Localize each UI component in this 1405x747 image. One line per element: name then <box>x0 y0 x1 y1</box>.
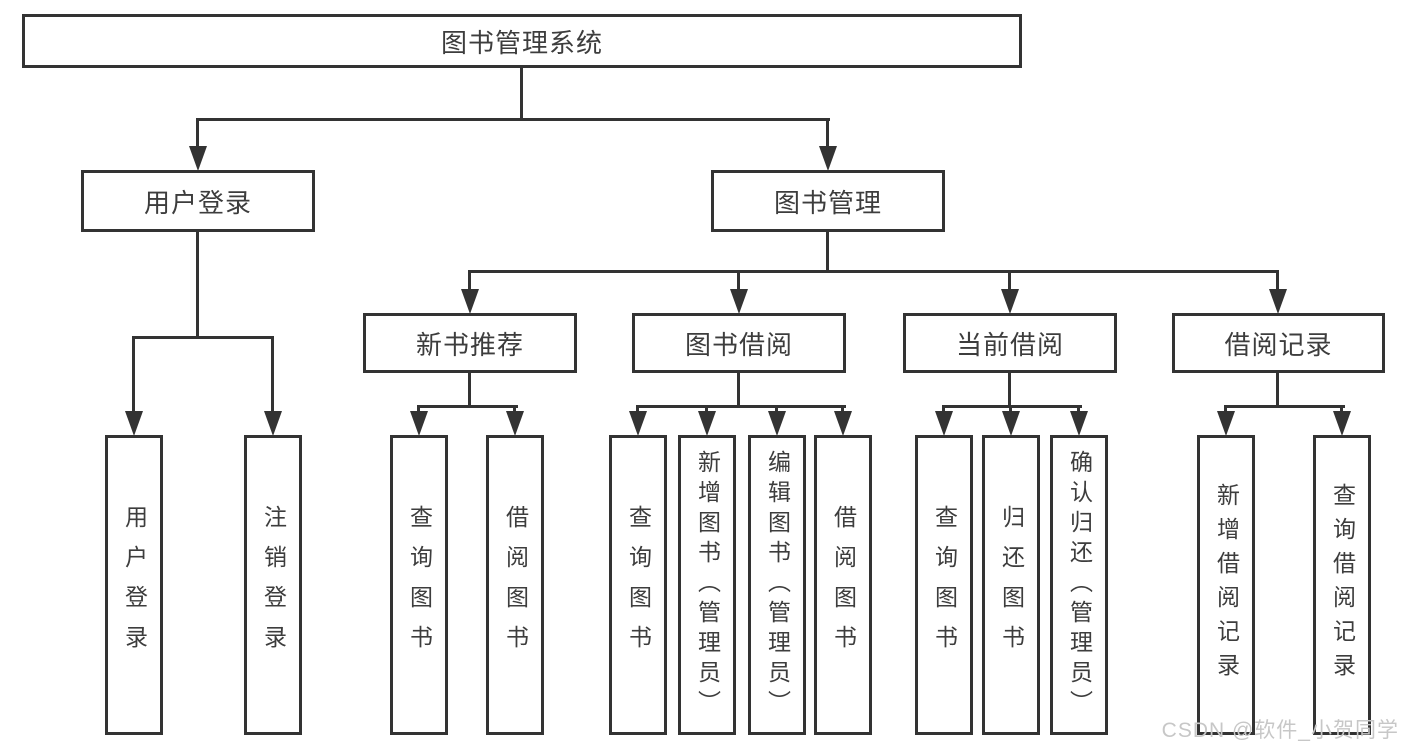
connector-current-borrow-rail <box>942 405 1082 408</box>
node-label: 图书管理系统 <box>440 27 603 58</box>
connector-drop-logout <box>271 336 274 412</box>
node-book-borrow: 图书借阅 <box>632 313 846 373</box>
arrow-down-icon <box>125 411 143 436</box>
node-confirm-return-admin: 确认归还（管理员） <box>1050 435 1108 735</box>
connector-child-drop <box>841 405 844 415</box>
node-label: 用户登录 <box>143 187 252 218</box>
node-label: 新增借阅记录 <box>1213 483 1240 687</box>
node-label: 注销登录 <box>260 505 287 665</box>
connector-book-borrow-stem <box>737 373 740 408</box>
arrow-down-icon <box>730 289 748 314</box>
arrow-down-icon <box>1001 289 1019 314</box>
connector-user-login-rail <box>132 336 274 339</box>
arrow-down-icon <box>1070 411 1088 436</box>
connector-child-drop <box>1077 405 1080 415</box>
arrow-down-icon <box>819 146 837 171</box>
node-logout: 注销登录 <box>244 435 302 735</box>
node-label: 查询图书 <box>625 505 652 665</box>
arrow-down-icon <box>698 411 716 436</box>
connector-book-management-stem <box>826 232 829 270</box>
connector-drop-borrow-records <box>1276 270 1279 291</box>
node-query-books-1: 查询图书 <box>390 435 448 735</box>
connector-child-drop <box>417 405 420 415</box>
connector-child-drop <box>1009 405 1012 415</box>
arrow-down-icon <box>834 411 852 436</box>
arrow-down-icon <box>189 146 207 171</box>
connector-child-drop <box>636 405 639 415</box>
connector-child-drop <box>942 405 945 415</box>
arrow-down-icon <box>461 289 479 314</box>
node-label: 图书借阅 <box>684 329 793 360</box>
connector-drop-book-management <box>826 118 829 148</box>
node-edit-books-admin: 编辑图书（管理员） <box>748 435 806 735</box>
node-label: 查询借阅记录 <box>1329 483 1356 687</box>
node-login: 用户登录 <box>105 435 163 735</box>
node-label: 新增图书（管理员） <box>694 450 721 720</box>
node-user-login: 用户登录 <box>81 170 315 232</box>
arrow-down-icon <box>1002 411 1020 436</box>
connector-borrow-records-stem <box>1276 373 1279 408</box>
node-label: 图书管理 <box>773 187 882 218</box>
connector-borrow-records-rail <box>1224 405 1345 408</box>
connector-user-login-stem <box>196 232 199 336</box>
connector-drop-login <box>132 336 135 412</box>
connector-current-borrow-stem <box>1008 373 1011 408</box>
connector-level2-rail <box>196 118 830 121</box>
node-label: 当前借阅 <box>955 329 1064 360</box>
node-borrow-books-1: 借阅图书 <box>486 435 544 735</box>
node-label: 借阅图书 <box>830 505 857 665</box>
connector-new-book-stem <box>468 373 471 408</box>
arrow-down-icon <box>264 411 282 436</box>
arrow-down-icon <box>935 411 953 436</box>
node-library-management-system: 图书管理系统 <box>22 14 1022 68</box>
arrow-down-icon <box>768 411 786 436</box>
connector-book-borrow-rail <box>636 405 846 408</box>
connector-drop-user-login <box>196 118 199 148</box>
node-label: 新书推荐 <box>415 329 524 360</box>
node-add-books-admin: 新增图书（管理员） <box>678 435 736 735</box>
node-query-books-3: 查询图书 <box>915 435 973 735</box>
connector-root-stem <box>520 68 523 118</box>
arrow-down-icon <box>1269 289 1287 314</box>
node-current-borrow: 当前借阅 <box>903 313 1117 373</box>
node-label: 借阅记录 <box>1224 329 1333 360</box>
node-label: 用户登录 <box>121 505 148 665</box>
connector-drop-book-borrow <box>737 270 740 291</box>
node-label: 查询图书 <box>406 505 433 665</box>
node-return-books: 归还图书 <box>982 435 1040 735</box>
connector-child-drop <box>513 405 516 415</box>
node-new-book-recommend: 新书推荐 <box>363 313 577 373</box>
connector-drop-current-borrow <box>1008 270 1011 291</box>
node-label: 归还图书 <box>998 505 1025 665</box>
connector-drop-new-book <box>468 270 471 291</box>
connector-child-drop <box>1224 405 1227 415</box>
node-query-borrow-record: 查询借阅记录 <box>1313 435 1371 735</box>
arrow-down-icon <box>1333 411 1351 436</box>
connector-child-drop <box>1340 405 1343 415</box>
connector-new-book-rail <box>417 405 518 408</box>
node-book-management: 图书管理 <box>711 170 945 232</box>
node-borrow-records: 借阅记录 <box>1172 313 1385 373</box>
node-query-books-2: 查询图书 <box>609 435 667 735</box>
arrow-down-icon <box>410 411 428 436</box>
connector-child-drop <box>775 405 778 415</box>
arrow-down-icon <box>506 411 524 436</box>
connector-level3-rail <box>468 270 1279 273</box>
arrow-down-icon <box>1217 411 1235 436</box>
node-add-borrow-record: 新增借阅记录 <box>1197 435 1255 735</box>
node-label: 编辑图书（管理员） <box>764 450 791 720</box>
node-label: 确认归还（管理员） <box>1066 450 1093 720</box>
node-borrow-books-2: 借阅图书 <box>814 435 872 735</box>
arrow-down-icon <box>629 411 647 436</box>
node-label: 借阅图书 <box>502 505 529 665</box>
node-label: 查询图书 <box>931 505 958 665</box>
csdn-watermark: CSDN @软件_小贺同学 <box>1161 719 1399 742</box>
connector-child-drop <box>705 405 708 415</box>
